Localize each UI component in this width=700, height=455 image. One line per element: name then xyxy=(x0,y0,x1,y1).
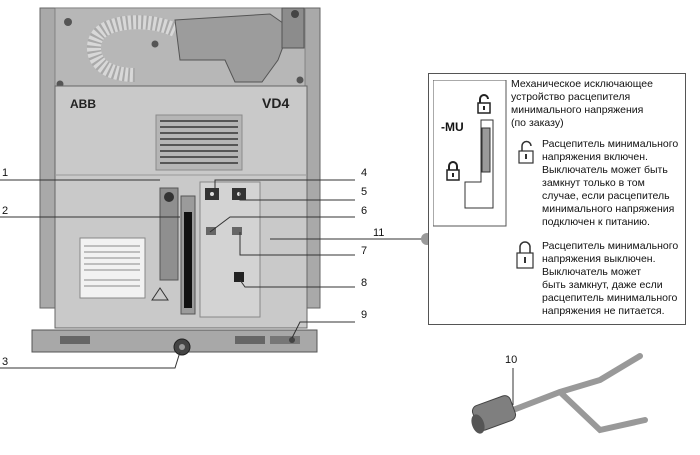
crank-handle-icon xyxy=(471,353,648,434)
closed-text-line-6: напряжения не питается. xyxy=(542,305,665,317)
open-text-line-1: Расцепитель минимального xyxy=(542,138,679,150)
callout-5: 5 xyxy=(361,186,368,198)
padlock-closed-icon xyxy=(446,161,460,181)
vent-grille xyxy=(155,114,243,171)
warning-triangle xyxy=(151,287,169,301)
model-label: VD4 xyxy=(262,95,290,111)
legend-title-line-2: устройство расцепителя xyxy=(511,91,631,103)
callout-10: 10 xyxy=(505,354,518,366)
closed-text-line-1: Расцепитель минимального xyxy=(542,240,679,252)
rating-nameplate xyxy=(79,237,146,299)
callout-7: 7 xyxy=(361,245,368,257)
callout-1: 1 xyxy=(2,167,9,179)
closed-text-line-5: расцепитель минимального xyxy=(542,292,678,304)
open-text-line-4: замкнут только в том xyxy=(542,177,645,189)
callout-6: 6 xyxy=(361,205,368,217)
padlock-open-icon xyxy=(477,94,491,114)
lever-mechanism xyxy=(174,13,291,83)
brand-label: ABB xyxy=(70,97,96,111)
callout-3: 3 xyxy=(2,356,9,368)
padlock-open-icon xyxy=(518,140,534,164)
mu-label: -MU xyxy=(441,120,464,134)
open-text-line-2: напряжения включен. xyxy=(542,151,648,163)
open-text-line-3: Выключатель может быть xyxy=(542,164,668,176)
flexible-conduit xyxy=(87,15,179,82)
callout-11: 11 xyxy=(373,227,385,239)
open-text-line-7: подключен к питанию. xyxy=(542,216,650,228)
legend-title-line-4: (по заказу) xyxy=(511,117,564,129)
mu-legend-box: -MU Механическое исключающее устройство … xyxy=(428,73,686,325)
truck-base xyxy=(31,329,318,353)
mu-interlock-diagram xyxy=(433,80,507,227)
closed-text-line-3: Выключатель может xyxy=(542,266,642,278)
legend-title-line-3: минимального напряжения xyxy=(511,104,644,116)
open-text-line-5: случае, если расцепитель xyxy=(542,190,670,202)
callout-8: 8 xyxy=(361,277,368,289)
open-text-line-6: минимального напряжения xyxy=(542,203,675,215)
legend-title-line-1: Механическое исключающее xyxy=(511,78,653,90)
callout-2: 2 xyxy=(2,205,9,217)
closed-text-line-2: напряжения выключен. xyxy=(542,253,656,265)
callout-4: 4 xyxy=(361,167,368,179)
padlock-closed-icon xyxy=(516,241,534,269)
callout-9: 9 xyxy=(361,309,368,321)
closed-text-line-4: быть замкнут, даже если xyxy=(542,279,663,291)
